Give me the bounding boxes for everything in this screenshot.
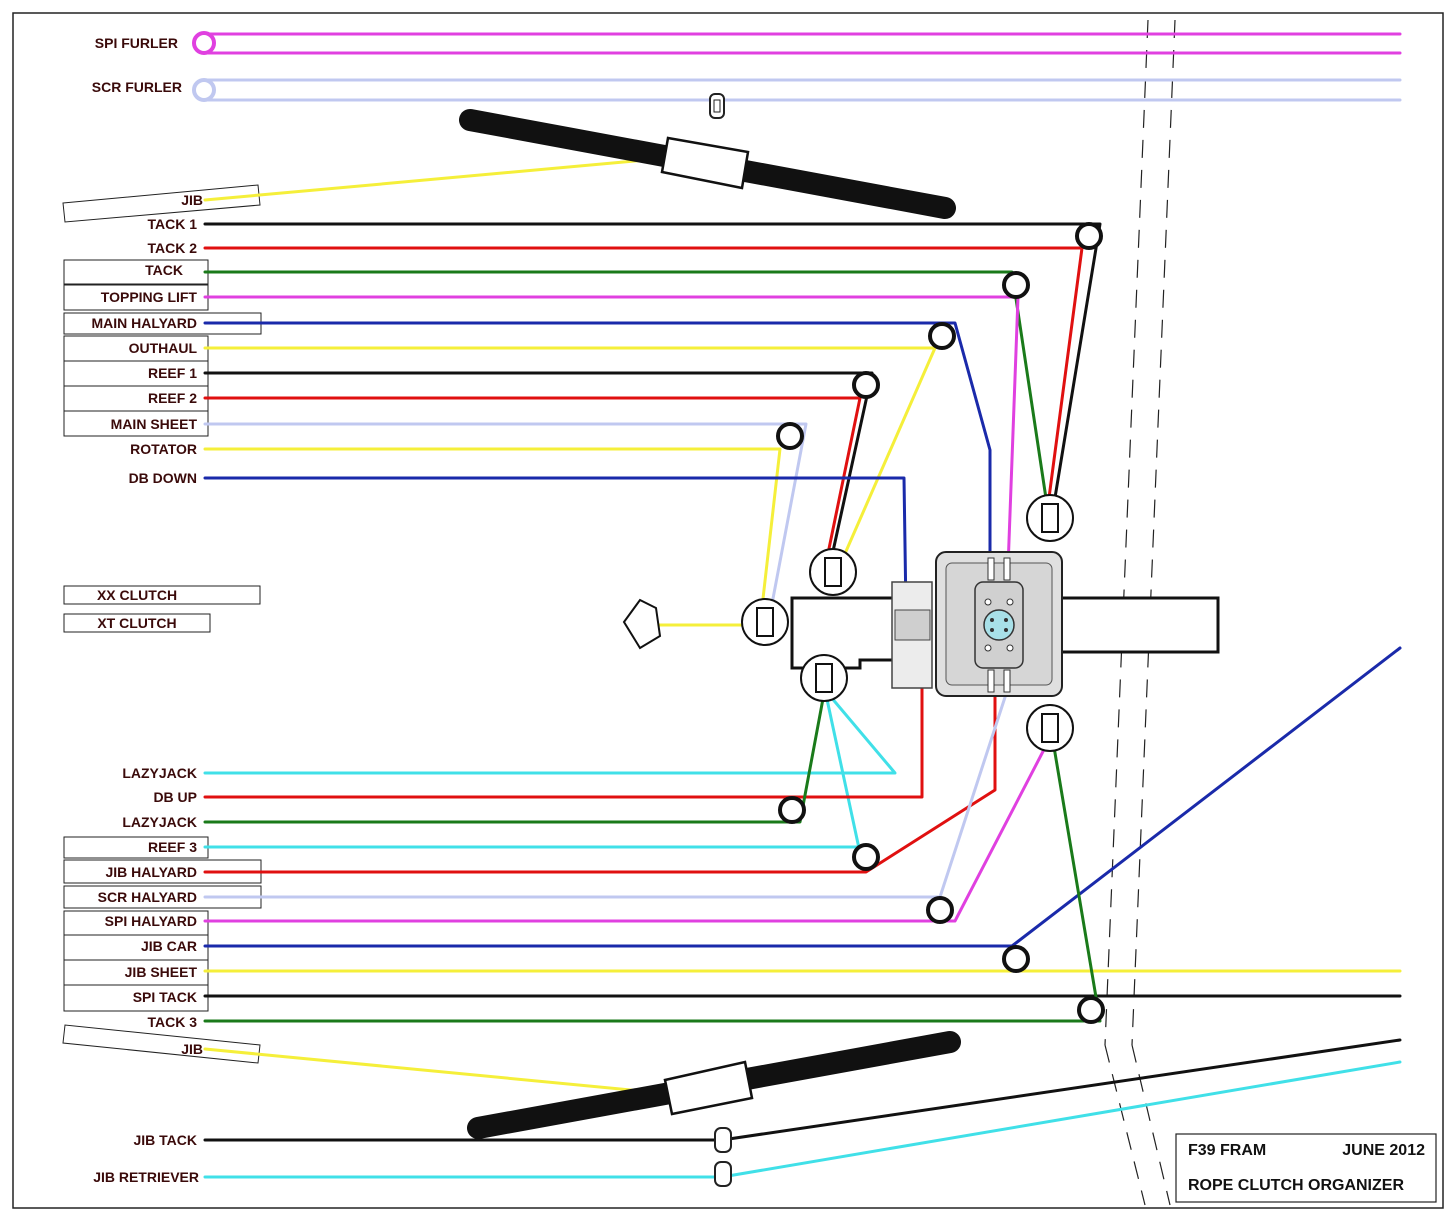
db-up-rope (203, 638, 924, 799)
title-name: ROPE CLUTCH ORGANIZER (1188, 1177, 1404, 1194)
label-spi-tack: SPI TACK (133, 989, 197, 1005)
block-main-sheet (776, 422, 804, 450)
jib-car-bottom (663, 1060, 754, 1116)
small-fittings (709, 93, 732, 1187)
turning-blocks (776, 222, 1105, 1024)
jib-bottom-rope (203, 1047, 674, 1096)
label-scr-halyard: SCR HALYARD (98, 889, 197, 905)
title-project: F39 FRAM (1188, 1142, 1266, 1159)
label-reef2: REEF 2 (148, 390, 197, 406)
label-tack3: TACK 3 (147, 1014, 197, 1030)
label-jib-car: JIB CAR (141, 938, 197, 954)
rotator-rope (203, 447, 782, 627)
db-down-rope (203, 476, 908, 614)
label-lazyjack-a: LAZYJACK (122, 765, 197, 781)
mast-base (790, 551, 1220, 697)
label-boxes (62, 184, 262, 1064)
block-tack3 (1077, 996, 1105, 1024)
outhaul-rope (203, 346, 937, 567)
hull-edge-lines (1104, 19, 1176, 1206)
label-xt-clutch: XT CLUTCH (97, 615, 176, 631)
label-jib-sheet: JIB SHEET (125, 964, 198, 980)
label-scr-furler: SCR FURLER (92, 79, 182, 95)
clutch-fitting (622, 598, 662, 650)
label-spi-furler: SPI FURLER (95, 35, 178, 51)
title-block: F39 FRAM JUNE 2012 ROPE CLUTCH ORGANIZER (1175, 1133, 1437, 1203)
label-spi-halyard: SPI HALYARD (105, 913, 197, 929)
shackle-jib-retriever (714, 1161, 732, 1187)
label-xx-clutch: XX CLUTCH (97, 587, 177, 603)
label-main-sheet: MAIN SHEET (111, 416, 198, 432)
label-db-up: DB UP (153, 789, 197, 805)
spi-halyard-rope (203, 736, 1052, 923)
label-reef3: REEF 3 (148, 839, 197, 855)
scr-halyard-rope (203, 686, 1010, 899)
label-reef1: REEF 1 (148, 365, 197, 381)
diagram-frame (12, 12, 1444, 1209)
label-jib-top: JIB (181, 192, 203, 208)
label-jib-halyard: JIB HALYARD (105, 864, 197, 880)
boom-right (1038, 596, 1220, 654)
block-jib-car (1002, 945, 1030, 973)
shackle-jib-tack (714, 1127, 732, 1153)
label-jib-tack: JIB TACK (133, 1132, 197, 1148)
label-rotator: ROTATOR (130, 441, 197, 457)
tack3-rope (203, 733, 1102, 1023)
topping-lift-rope (203, 295, 1020, 570)
label-lazyjack-b: LAZYJACK (122, 814, 197, 830)
jib-halyard-rope (203, 686, 997, 874)
spi-furler-drum (192, 31, 216, 55)
rope-labels: SPI FURLER SCR FURLER JIB TACK 1 TACK 2 … (91, 35, 203, 1185)
label-topping-lift: TOPPING LIFT (101, 289, 198, 305)
reef2-rope (203, 396, 862, 570)
reef1-rope (203, 371, 874, 567)
label-db-down: DB DOWN (129, 470, 197, 486)
block-db-up (778, 796, 806, 824)
tack2-rope (203, 246, 1084, 530)
block-spi-halyard (926, 896, 954, 924)
jib-car-top (660, 136, 750, 190)
label-tack1: TACK 1 (147, 216, 197, 232)
label-jib-bottom: JIB (181, 1041, 203, 1057)
label-tack: TACK (145, 262, 183, 278)
tack1-rope (203, 222, 1102, 530)
title-date: JUNE 2012 (1342, 1142, 1425, 1159)
block-tack (1002, 271, 1030, 299)
jib-top-rope (203, 156, 670, 202)
shackle-top (709, 93, 725, 119)
main-sheet-rope (203, 422, 808, 627)
block-reef1 (852, 371, 880, 399)
block-tack1 (1075, 222, 1103, 250)
main-halyard-rope (203, 321, 992, 572)
jib-tack-rope (203, 1038, 1402, 1142)
lazyjack-b-rope (203, 686, 827, 824)
label-tack2: TACK 2 (147, 240, 197, 256)
label-jib-retriever: JIB RETRIEVER (93, 1169, 199, 1185)
padeye-blocks (622, 494, 1074, 752)
furler-drums (192, 31, 216, 102)
block-main-halyard (928, 322, 956, 350)
jib-tracks (459, 109, 961, 1139)
lazyjack-a-rope (203, 688, 897, 855)
label-main-halyard: MAIN HALYARD (91, 315, 197, 331)
scr-furler-drum (192, 78, 216, 102)
label-outhaul: OUTHAUL (129, 340, 198, 356)
block-reef3 (852, 843, 880, 871)
